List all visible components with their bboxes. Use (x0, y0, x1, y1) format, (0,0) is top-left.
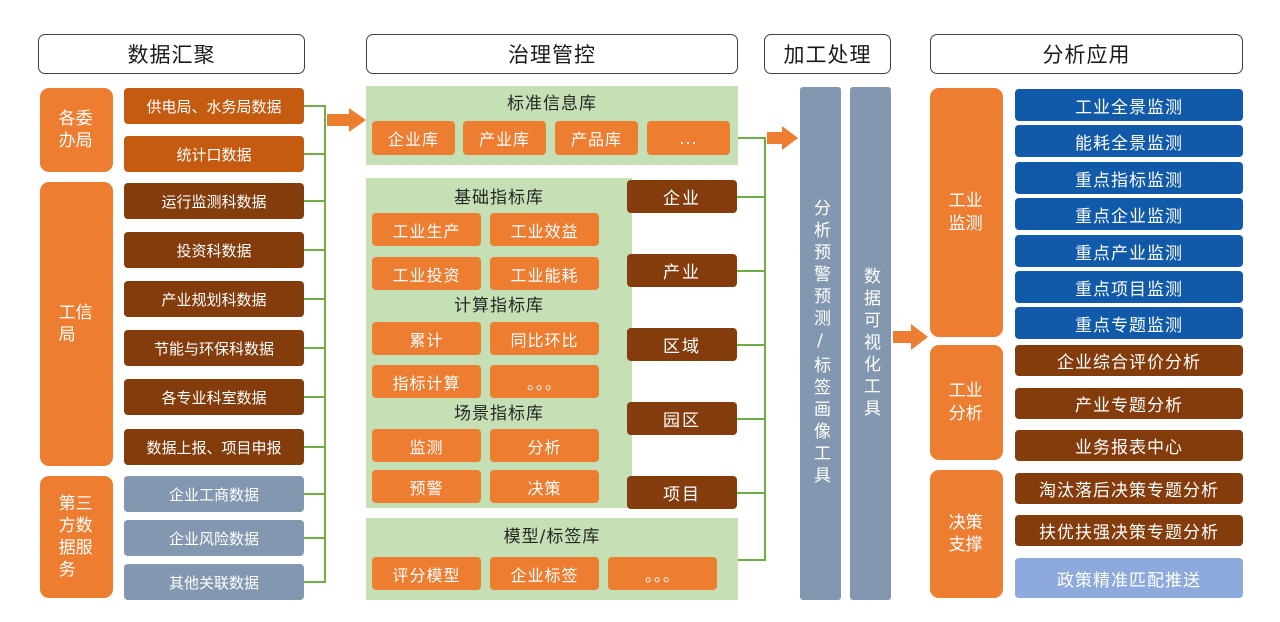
library-item: 产业库 (463, 121, 546, 155)
application-item: 重点产业监测 (1015, 235, 1243, 267)
processing-tool: 分析预警预测/标签画像工具 (800, 87, 841, 600)
panel-title: 场景指标库 (454, 404, 544, 424)
section-header-process: 加工处理 (764, 34, 891, 74)
application-item: 能耗全景监测 (1015, 125, 1243, 157)
application-item: 重点指标监测 (1015, 162, 1243, 194)
dimension-item: 区域 (627, 328, 737, 361)
library-item: 企业库 (372, 121, 455, 155)
source-item: 产业规划科数据 (124, 281, 304, 317)
source-item: 企业风险数据 (124, 520, 304, 556)
library-item: 工业能耗 (490, 257, 599, 290)
dimension-item: 园区 (627, 402, 737, 435)
application-item: 业务报表中心 (1015, 430, 1243, 461)
library-item: 工业投资 (372, 257, 481, 290)
source-item: 节能与环保科数据 (124, 330, 304, 366)
source-item: 数据上报、项目申报 (124, 429, 304, 465)
library-item: 。。。 (608, 557, 717, 590)
processing-tool-text: 数据可视化工具 (860, 266, 880, 421)
application-item: 重点企业监测 (1015, 198, 1243, 230)
library-item: ... (647, 121, 730, 155)
library-item: 决策 (490, 470, 599, 503)
application-item: 重点项目监测 (1015, 271, 1243, 303)
library-item: 产品库 (555, 121, 638, 155)
application-item: 产业专题分析 (1015, 388, 1243, 419)
source-item: 企业工商数据 (124, 476, 304, 512)
panel-title: 标准信息库 (507, 94, 597, 114)
source-item: 运行监测科数据 (124, 183, 304, 219)
source-item: 其他关联数据 (124, 564, 304, 600)
panel-title: 基础指标库 (454, 188, 544, 208)
application-group-label: 工业监测 (930, 88, 1003, 337)
dimension-item: 项目 (627, 476, 737, 509)
dimension-item: 产业 (627, 254, 737, 287)
application-group-label-text: 工业监测 (948, 191, 983, 234)
panel-title: 计算指标库 (454, 296, 544, 316)
application-group-label-text: 决策支撑 (948, 512, 983, 555)
source-group-label-text: 工信局 (58, 302, 93, 345)
library-item: 监测 (372, 429, 481, 462)
arrow-right-icon (893, 324, 928, 350)
library-item: 分析 (490, 429, 599, 462)
library-item: 评分模型 (372, 557, 481, 590)
source-group-label: 工信局 (40, 182, 113, 466)
application-item: 扶优扶强决策专题分析 (1015, 515, 1243, 546)
arrow-right-icon (327, 108, 366, 132)
arrow-right-icon (767, 126, 798, 150)
library-item: 累计 (372, 322, 481, 355)
application-item: 淘汰落后决策专题分析 (1015, 473, 1243, 504)
processing-tool: 数据可视化工具 (850, 87, 891, 600)
library-item: 预警 (372, 470, 481, 503)
application-item: 企业综合评价分析 (1015, 345, 1243, 376)
library-item: 企业标签 (490, 557, 599, 590)
section-header-apply: 分析应用 (930, 34, 1243, 74)
application-item: 工业全景监测 (1015, 89, 1243, 121)
source-item: 投资科数据 (124, 232, 304, 268)
source-item: 各专业科室数据 (124, 379, 304, 415)
dimension-item: 企业 (627, 180, 737, 213)
processing-tool-text: 分析预警预测/标签画像工具 (810, 199, 830, 488)
source-group-label: 各委办局 (40, 88, 113, 172)
section-header-collect: 数据汇聚 (38, 34, 305, 74)
source-group-label: 第三方数据服务 (40, 476, 113, 598)
application-group-label: 工业分析 (930, 345, 1003, 460)
library-item: 工业效益 (490, 213, 599, 246)
application-item: 政策精准匹配推送 (1015, 558, 1243, 598)
application-group-label-text: 工业分析 (948, 381, 983, 424)
source-group-label-text: 各委办局 (58, 108, 93, 151)
application-item: 重点专题监测 (1015, 307, 1243, 339)
section-header-govern: 治理管控 (366, 34, 738, 74)
library-item: 指标计算 (372, 365, 481, 398)
source-group-label-text: 第三方数据服务 (58, 493, 93, 581)
panel-title: 模型/标签库 (503, 527, 601, 547)
application-group-label: 决策支撑 (930, 470, 1003, 598)
library-item: 。。。 (490, 365, 599, 398)
source-item: 供电局、水务局数据 (124, 88, 304, 124)
library-item: 同比环比 (490, 322, 599, 355)
source-item: 统计口数据 (124, 136, 304, 172)
library-item: 工业生产 (372, 213, 481, 246)
